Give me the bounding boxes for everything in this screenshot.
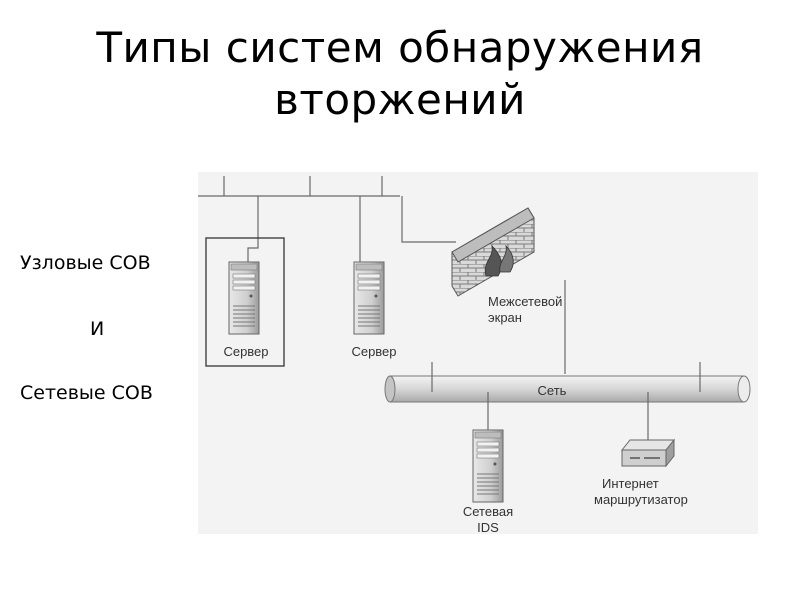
- network-pipe: [384, 375, 751, 403]
- network-label: Сеть: [538, 383, 567, 398]
- server-mid-label: Сервер: [351, 344, 396, 359]
- and-label: И: [90, 318, 105, 340]
- firewall-label-line2: экран: [488, 310, 522, 325]
- network-ids-label-line1: Сетевая: [463, 504, 513, 519]
- server-left-icon: [228, 261, 260, 335]
- network-ids-icon: [472, 429, 504, 503]
- server-mid-icon: [353, 261, 385, 335]
- firewall-label-line1: Межсетевой: [488, 294, 562, 309]
- top-backbone: [198, 176, 566, 374]
- slide-title: Типы систем обнаружения вторжений: [0, 22, 800, 126]
- server-left-label: Сервер: [223, 344, 268, 359]
- firewall-icon: [451, 207, 535, 297]
- router-label-line1: Интернет: [602, 476, 659, 491]
- slide-title-line2: вторжений: [274, 75, 526, 124]
- router-label-line2: маршрутизатор: [594, 492, 688, 507]
- pipe-taps: [431, 362, 701, 440]
- slide-title-line1: Типы систем обнаружения: [96, 23, 704, 72]
- network-ids-label-line2: IDS: [477, 520, 499, 535]
- host-ids-frame: [205, 237, 285, 367]
- network-ids-label: Сетевые СОВ: [20, 382, 153, 404]
- host-ids-label: Узловые СОВ: [20, 252, 151, 274]
- router-icon: [620, 438, 676, 468]
